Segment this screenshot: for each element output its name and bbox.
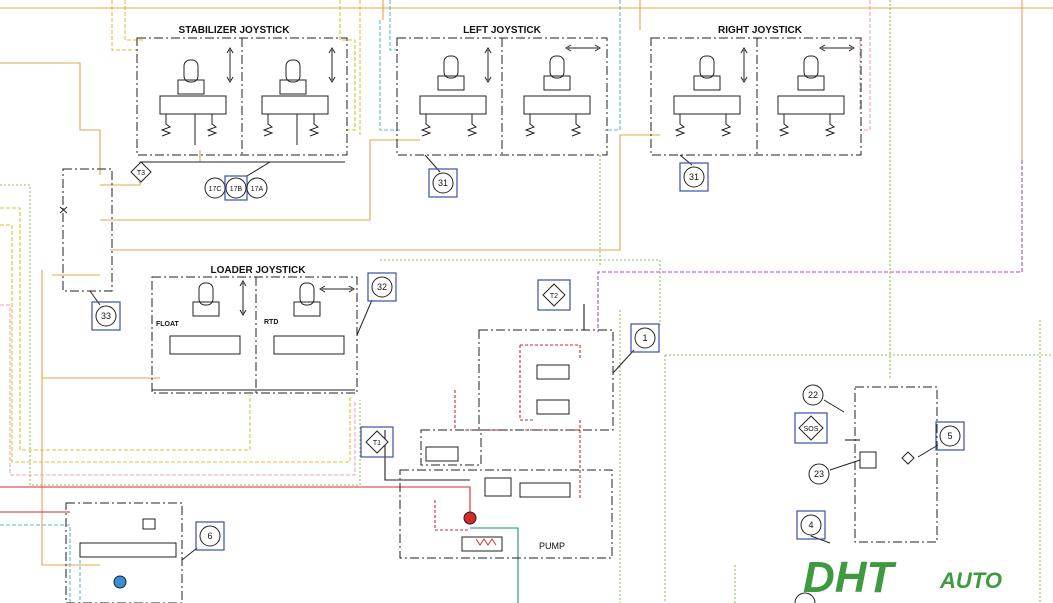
teal-line bbox=[470, 527, 519, 603]
port-t3: T3 bbox=[130, 161, 152, 183]
right-joystick: RIGHT JOYSTICK bbox=[650, 25, 862, 156]
svg-text:23: 23 bbox=[814, 469, 824, 479]
stabilizer-joystick: STABILIZER JOYSTICK bbox=[136, 25, 348, 156]
port-sos: SOS bbox=[794, 412, 828, 444]
svg-text:T2: T2 bbox=[550, 293, 558, 300]
port-t2: T2 bbox=[537, 279, 571, 311]
svg-text:5: 5 bbox=[947, 431, 952, 441]
left-joystick: LEFT JOYSTICK bbox=[396, 25, 608, 156]
svg-text:DHT: DHT bbox=[803, 553, 897, 602]
callout-6: 6 bbox=[181, 521, 225, 561]
svg-text:T3: T3 bbox=[137, 170, 145, 177]
valve-block-6 bbox=[65, 502, 183, 603]
svg-text:31: 31 bbox=[438, 178, 448, 188]
loader-joystick-title: LOADER JOYSTICK bbox=[210, 265, 306, 276]
callout-31-right: 31 bbox=[679, 154, 709, 192]
svg-text:T1: T1 bbox=[373, 440, 381, 447]
svg-text:SOS: SOS bbox=[804, 426, 819, 433]
callout-partial-bottom bbox=[794, 592, 816, 603]
callout-17a: 17A bbox=[246, 177, 268, 199]
callout-33: 33 bbox=[89, 290, 121, 331]
svg-text:17A: 17A bbox=[251, 186, 264, 193]
svg-text:6: 6 bbox=[207, 531, 212, 541]
svg-text:1: 1 bbox=[642, 333, 647, 343]
red-lines bbox=[0, 344, 581, 531]
callout-31-left: 31 bbox=[424, 154, 458, 198]
dht-auto-logo: DHT AUTO bbox=[803, 553, 1002, 602]
right-valve-block bbox=[854, 386, 938, 543]
right-joystick-title: RIGHT JOYSTICK bbox=[718, 25, 803, 36]
svg-text:17B: 17B bbox=[230, 186, 243, 193]
port-t1: T1 bbox=[360, 426, 394, 458]
stabilizer-joystick-title: STABILIZER JOYSTICK bbox=[179, 25, 291, 36]
svg-text:AUTO: AUTO bbox=[939, 568, 1002, 593]
pink-lines bbox=[0, 0, 871, 476]
black-lines bbox=[140, 161, 860, 481]
left-joystick-title: LEFT JOYSTICK bbox=[463, 25, 542, 36]
callout-5: 5 bbox=[917, 421, 965, 458]
callout-23: 23 bbox=[808, 459, 861, 485]
svg-text:31: 31 bbox=[689, 172, 699, 182]
callout-17c: 17C bbox=[204, 177, 226, 199]
callout-22: 22 bbox=[802, 384, 845, 413]
float-label: FLOAT bbox=[156, 321, 180, 328]
valve-block-33 bbox=[59, 168, 113, 292]
yellow-lines bbox=[0, 0, 361, 463]
cyan-lines bbox=[0, 0, 621, 603]
rtd-label: RTD bbox=[264, 319, 278, 326]
callout-32: 32 bbox=[356, 272, 397, 336]
callout-4: 4 bbox=[796, 510, 831, 544]
svg-text:17C: 17C bbox=[209, 186, 222, 193]
pump-assembly: PUMP bbox=[399, 329, 614, 559]
orange-lines bbox=[0, 0, 1053, 566]
svg-text:33: 33 bbox=[101, 311, 111, 321]
pump-label: PUMP bbox=[539, 541, 565, 551]
svg-text:32: 32 bbox=[377, 282, 387, 292]
loader-joystick: LOADER JOYSTICK FLOAT RTD bbox=[151, 265, 358, 394]
callout-1: 1 bbox=[612, 323, 660, 374]
svg-text:22: 22 bbox=[808, 390, 818, 400]
svg-text:4: 4 bbox=[808, 520, 813, 530]
purple-line bbox=[597, 160, 1023, 332]
callout-17b: 17B bbox=[224, 175, 248, 201]
